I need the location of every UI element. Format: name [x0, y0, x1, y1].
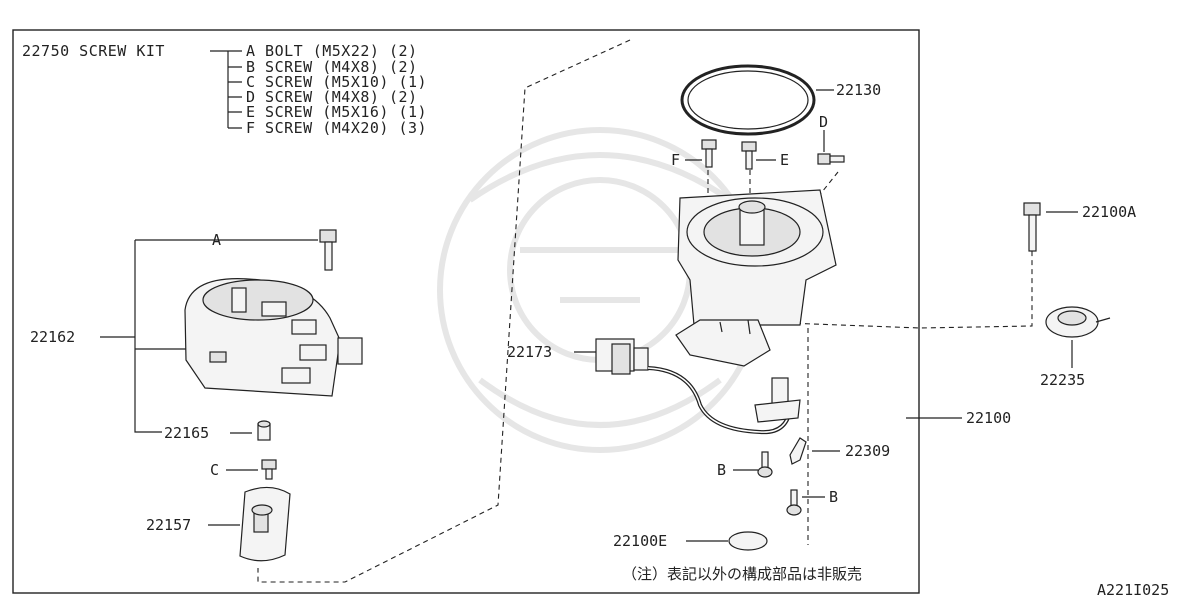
screw-c: [261, 459, 277, 480]
callout-22309: 22309: [845, 442, 890, 460]
callout-22173: 22173: [507, 343, 552, 361]
footnote-not-sold: （注）表記以外の構成部品は非販売: [622, 565, 862, 583]
distributor-housing-22100: [675, 189, 837, 367]
screw-d: [817, 153, 845, 165]
clamp-22309: [789, 437, 807, 465]
screw-kit-item-e: E SCREW (M5X16) (1): [246, 103, 427, 121]
diagram-frame: [12, 29, 920, 594]
callout-letter-d: D: [819, 113, 828, 131]
callout-22100a: 22100A: [1082, 203, 1136, 221]
screw-kit-item-f: F SCREW (M4X20) (3): [246, 119, 427, 137]
callout-22235: 22235: [1040, 371, 1085, 389]
screw-b-2: [786, 489, 802, 516]
callout-22130: 22130: [836, 81, 881, 99]
callout-22165: 22165: [164, 424, 209, 442]
rotor-22157: [239, 486, 291, 562]
connector-22173: [595, 338, 649, 375]
distributor-cap-22162: [184, 278, 363, 397]
screw-kit-item-a: A BOLT (M5X22) (2): [246, 42, 418, 60]
bolt-a: [319, 229, 337, 271]
callout-22100: 22100: [966, 409, 1011, 427]
callout-letter-b-1: B: [717, 461, 726, 479]
callout-letter-b-2: B: [829, 488, 838, 506]
screw-kit-item-c: C SCREW (M5X10) (1): [246, 73, 427, 91]
diagram-code: A221I025: [1097, 581, 1169, 599]
callout-22157: 22157: [146, 516, 191, 534]
screw-e: [741, 141, 757, 170]
callout-22100e: 22100E: [613, 532, 667, 550]
callout-letter-c: C: [210, 461, 219, 479]
screw-f: [701, 139, 717, 168]
pin-22165: [257, 420, 271, 441]
screw-kit-legend: 22750 SCREW KIT A BOLT (M5X22) (2) B SCR…: [22, 42, 427, 137]
bolt-22100a: [1023, 202, 1041, 252]
seal-22100e: [728, 531, 768, 551]
o-ring-22130: [680, 64, 816, 136]
screw-kit-title: 22750 SCREW KIT: [22, 42, 165, 60]
callout-letter-f: F: [671, 151, 680, 169]
sensor-bracket: [754, 377, 801, 423]
cover-22235: [1045, 306, 1111, 338]
screw-kit-item-d: D SCREW (M4X8) (2): [246, 88, 418, 106]
assembly-outline: [257, 39, 1033, 583]
callout-22162: 22162: [30, 328, 75, 346]
screw-b-1: [757, 451, 773, 478]
callout-letter-e: E: [780, 151, 789, 169]
screw-kit-item-b: B SCREW (M4X8) (2): [246, 58, 418, 76]
